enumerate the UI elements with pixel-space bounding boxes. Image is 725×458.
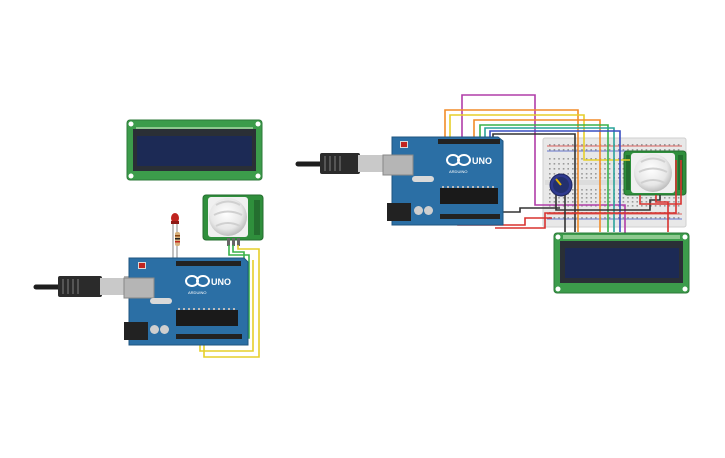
left-board-logo: UNO bbox=[211, 277, 231, 287]
left-circuit: UNO ARDUINO bbox=[33, 119, 264, 358]
right-board-brand: ARDUINO bbox=[449, 169, 467, 174]
right-usb-cable bbox=[295, 153, 384, 174]
left-resistor[interactable] bbox=[175, 232, 180, 261]
left-pir-sensor[interactable] bbox=[202, 194, 264, 246]
right-pir-sensor[interactable] bbox=[623, 150, 687, 196]
infinity-logo-icon bbox=[446, 154, 471, 166]
pir-dome-icon bbox=[634, 154, 672, 192]
right-lcd-display[interactable] bbox=[553, 232, 690, 294]
left-lcd-display[interactable] bbox=[126, 119, 263, 181]
right-circuit: UNO ARDUINO bbox=[295, 94, 690, 294]
right-board-logo: UNO bbox=[472, 156, 492, 166]
left-arduino-board[interactable]: UNO ARDUINO bbox=[123, 257, 249, 346]
infinity-logo-icon bbox=[185, 275, 210, 287]
potentiometer-icon[interactable] bbox=[549, 173, 573, 197]
pir-dome-icon bbox=[209, 198, 247, 236]
left-board-brand: ARDUINO bbox=[188, 290, 206, 295]
right-arduino-board[interactable]: UNO ARDUINO bbox=[382, 136, 504, 226]
